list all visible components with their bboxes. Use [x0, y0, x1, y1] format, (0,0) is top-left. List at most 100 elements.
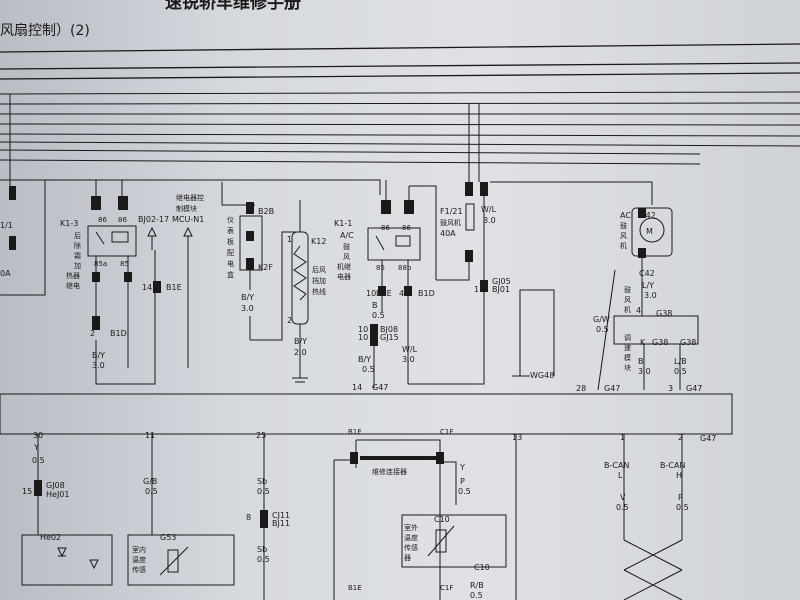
svg-text:P: P — [460, 477, 465, 486]
svg-text:1: 1 — [620, 433, 625, 442]
wire-wl30-a: W/L — [402, 345, 418, 354]
svg-text:电器: 电器 — [337, 272, 351, 281]
svg-text:热线: 热线 — [312, 287, 326, 296]
svg-text:3.0: 3.0 — [638, 367, 651, 376]
svg-text:25: 25 — [256, 431, 266, 440]
wire-wl30-b: W/L — [481, 205, 497, 214]
svg-text:鼓风机: 鼓风机 — [440, 218, 461, 227]
svg-text:表: 表 — [227, 226, 234, 235]
svg-text:85: 85 — [120, 260, 129, 268]
svg-text:3: 3 — [668, 384, 673, 393]
svg-text:88p: 88p — [398, 264, 412, 272]
wire-by20: B/Y — [294, 337, 307, 346]
svg-text:A/C: A/C — [340, 231, 354, 240]
svg-text:10: 10 — [358, 333, 368, 342]
svg-text:L: L — [618, 471, 623, 480]
svg-text:3.0: 3.0 — [241, 304, 254, 313]
svg-text:机: 机 — [624, 305, 631, 314]
svg-text:AC: AC — [620, 211, 631, 220]
svg-text:0.5: 0.5 — [372, 311, 385, 320]
svg-text:4: 4 — [399, 289, 404, 298]
connector-b1d-mid: B1D — [418, 289, 435, 298]
svg-text:28: 28 — [576, 384, 586, 393]
svg-text:风: 风 — [620, 232, 627, 240]
svg-text:14: 14 — [352, 383, 362, 392]
left-fuse-rating: 0A — [0, 269, 11, 278]
ground-wg48: WG48 — [530, 371, 554, 380]
svg-text:G38: G38 — [652, 338, 668, 347]
svg-text:挡加: 挡加 — [312, 276, 326, 285]
svg-text:传感: 传感 — [132, 565, 146, 574]
svg-text:10: 10 — [366, 289, 376, 298]
svg-text:4: 4 — [636, 306, 641, 315]
sensor-c10-label: C10 — [434, 515, 450, 524]
connector-b1e-left: B1E — [166, 283, 182, 292]
svg-text:0.5: 0.5 — [596, 325, 609, 334]
svg-text:传感: 传感 — [404, 543, 418, 552]
connector-gj15: GJ15 — [380, 333, 399, 342]
module-mcu-label: MCU-N1 — [172, 215, 204, 224]
svg-text:K: K — [640, 338, 646, 347]
module-g38-label: G38 — [656, 309, 672, 318]
svg-text:制模块: 制模块 — [176, 204, 197, 213]
connector-g47-d: G47 — [700, 434, 716, 443]
manual-title: 速锐轿车维修手册 — [165, 0, 301, 13]
svg-text:热器: 热器 — [66, 271, 80, 280]
svg-text:室外: 室外 — [404, 523, 418, 532]
svg-text:85: 85 — [376, 264, 385, 272]
svg-text:0.5: 0.5 — [470, 591, 483, 600]
svg-text:0.5: 0.5 — [674, 367, 687, 376]
connector-bj02: BJ02-17 — [138, 215, 169, 224]
svg-text:85a: 85a — [94, 260, 107, 268]
svg-text:温度: 温度 — [404, 533, 418, 542]
svg-text:块: 块 — [624, 363, 631, 372]
svg-text:室内: 室内 — [132, 545, 146, 554]
connector-he02: He02 — [40, 533, 61, 542]
connector-k2f: K2F — [258, 263, 273, 272]
wire-by30-mid: B/Y — [241, 293, 254, 302]
connector-c42-bottom: C42 — [639, 269, 655, 278]
wire-b05: B — [372, 301, 378, 310]
svg-text:0.5: 0.5 — [145, 487, 158, 496]
svg-text:13: 13 — [512, 433, 522, 442]
wire-rb05: R/B — [470, 581, 484, 590]
svg-text:G38: G38 — [680, 338, 696, 347]
svg-text:15: 15 — [22, 487, 32, 496]
svg-text:C10: C10 — [474, 563, 490, 572]
page-heading: 风扇控制）(2) — [0, 23, 90, 39]
connector-b1e-bottom: B1E — [348, 428, 362, 436]
svg-text:继电: 继电 — [66, 281, 80, 290]
wire-lb05: L/B — [674, 357, 687, 366]
svg-text:模: 模 — [624, 353, 631, 362]
svg-text:0.5: 0.5 — [458, 487, 471, 496]
left-fuse-label: 1/1 — [0, 221, 13, 230]
svg-text:鼓: 鼓 — [624, 285, 631, 294]
svg-text:0.5: 0.5 — [362, 365, 375, 374]
svg-text:10: 10 — [358, 325, 368, 334]
relay-k1-1-label: K1-1 — [334, 219, 352, 228]
svg-text:0.5: 0.5 — [257, 487, 270, 496]
svg-text:3.0: 3.0 — [92, 361, 105, 370]
wire-ly30: L/Y — [642, 281, 654, 290]
svg-text:3.0: 3.0 — [402, 355, 415, 364]
svg-text:霜: 霜 — [74, 252, 81, 260]
svg-text:0.5: 0.5 — [616, 503, 629, 512]
svg-text:8: 8 — [246, 513, 251, 522]
svg-text:风: 风 — [343, 253, 350, 261]
svg-text:0.5: 0.5 — [257, 555, 270, 564]
svg-text:11: 11 — [145, 431, 155, 440]
svg-text:后: 后 — [74, 231, 81, 240]
svg-text:配: 配 — [227, 249, 234, 257]
svg-text:2: 2 — [90, 329, 95, 338]
connector-g47-a: G47 — [372, 383, 388, 392]
connector-cj11: CJ11 — [272, 511, 290, 520]
connector-bj11: BJ11 — [272, 519, 290, 528]
connector-gj08: GJ08 — [46, 481, 65, 490]
svg-text:M: M — [646, 227, 653, 236]
svg-text:2: 2 — [678, 433, 683, 442]
connector-g53: G53 — [160, 533, 176, 542]
svg-text:1: 1 — [287, 235, 292, 244]
svg-text:板: 板 — [227, 237, 234, 246]
svg-text:加: 加 — [74, 261, 81, 270]
